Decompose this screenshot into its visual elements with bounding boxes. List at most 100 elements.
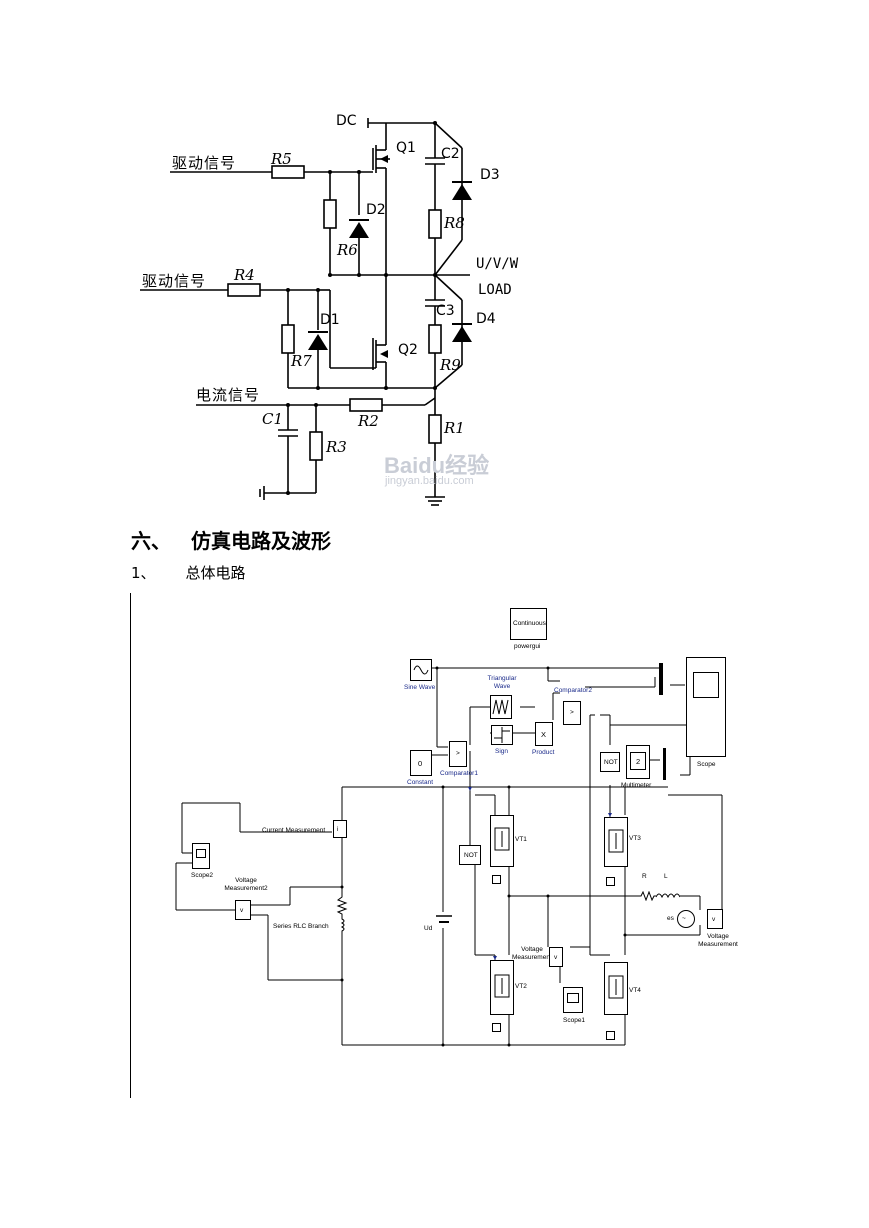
section-heading: 六、仿真电路及波形 <box>131 525 331 554</box>
section-heading-text: 仿真电路及波形 <box>191 529 331 553</box>
product-label: Product <box>532 749 555 756</box>
watermark-url: jingyan.baidu.com <box>385 475 474 487</box>
vt2-ground <box>492 1023 501 1032</box>
es-ac-source[interactable]: ~ <box>677 910 695 928</box>
vt1-ground <box>492 875 501 884</box>
q2-label: Q2 <box>398 342 418 358</box>
output-label: U/V/W <box>476 256 519 272</box>
comparator2-symbol: > <box>570 709 574 716</box>
q1-label: Q1 <box>396 140 416 156</box>
current-signal-label: 电流信号 <box>196 386 261 404</box>
igbt-icon-vt2 <box>494 974 510 998</box>
sine-wave-label: Sine Wave <box>404 684 436 691</box>
scope2-block[interactable] <box>192 843 210 869</box>
subsection-text: 总体电路 <box>185 564 246 582</box>
dc-label: DC <box>336 113 357 129</box>
vt4-block[interactable] <box>604 962 628 1015</box>
vt1-block[interactable] <box>490 815 514 867</box>
comparator1-block[interactable]: > <box>449 741 467 767</box>
triangular-wave-label: Triangular Wave <box>487 675 517 690</box>
product-block[interactable]: X <box>535 722 553 746</box>
multimeter-value: 2 <box>636 757 641 766</box>
scope2-label: Scope2 <box>191 872 214 879</box>
powergui-label: powergui <box>514 643 541 650</box>
watermark-logo: Baidu经验 <box>384 453 490 478</box>
rlc-branch-symbol <box>336 893 348 939</box>
d2-label: D2 <box>366 202 386 218</box>
voltage-measurement2-block[interactable]: v <box>235 900 251 920</box>
d1-label: D1 <box>320 312 340 328</box>
vt2-label: VT2 <box>515 983 527 990</box>
voltage-measurement1-block[interactable]: v <box>549 947 563 967</box>
constant-block[interactable]: 0 <box>410 750 432 776</box>
not-gate-1[interactable]: NOT <box>459 845 481 865</box>
comparator2-block[interactable]: > <box>563 701 581 725</box>
scope1-label: Scope1 <box>563 1017 586 1024</box>
constant-label: Constant <box>407 779 434 786</box>
igbt-icon-vt4 <box>608 975 624 999</box>
ud-label: Ud <box>424 925 433 932</box>
r-label: R <box>642 873 647 880</box>
schematic-wires <box>140 118 472 506</box>
sign-icon <box>494 727 510 743</box>
dc-source-symbol <box>436 915 452 923</box>
section-heading-number: 六、 <box>131 529 171 553</box>
r9-label: R9 <box>440 356 461 374</box>
vt4-ground <box>606 1031 615 1040</box>
subsection-heading: 1、 总体电路 <box>131 562 246 583</box>
c1-label: C1 <box>262 410 284 428</box>
product-symbol: X <box>541 730 547 739</box>
vt1-label: VT1 <box>515 836 527 843</box>
vt2-block[interactable] <box>490 960 514 1015</box>
not-gate-2-label: NOT <box>604 759 618 766</box>
voltage-measurement1-label: Voltage Measurement1 <box>512 946 556 961</box>
powergui-block[interactable]: Continuous <box>510 608 547 640</box>
not-gate-2[interactable]: NOT <box>600 752 620 772</box>
drive-signal-top-label: 驱动信号 <box>172 154 237 172</box>
load-label: LOAD <box>478 282 512 298</box>
current-measurement-block[interactable]: i <box>333 820 347 838</box>
scope-screen <box>693 672 719 698</box>
resistor-symbol <box>638 891 656 901</box>
subsection-number: 1、 <box>131 564 156 582</box>
l-label: L <box>664 873 668 880</box>
triangular-wave-block[interactable] <box>490 695 512 719</box>
sine-wave-icon <box>413 665 429 675</box>
multimeter-display: 2 <box>630 752 646 770</box>
constant-value: 0 <box>418 759 423 768</box>
scope-label: Scope <box>697 761 716 768</box>
d4-label: D4 <box>476 311 496 327</box>
sine-wave-block[interactable] <box>410 659 432 681</box>
scope-block[interactable] <box>686 657 726 757</box>
r7-label: R7 <box>291 352 312 370</box>
multimeter-label: Multimeter <box>621 782 652 789</box>
comparator1-label: Comparator1 <box>440 770 478 777</box>
vt4-label: VT4 <box>629 987 641 994</box>
voltage-measurement2-label: Voltage Measurement2 <box>224 877 268 892</box>
sign-label: Sign <box>495 748 509 755</box>
sign-block[interactable] <box>491 725 513 745</box>
current-measurement-label: Current Measurement <box>262 827 326 834</box>
igbt-icon-vt3 <box>608 829 624 853</box>
vt3-ground <box>606 877 615 886</box>
ac-symbol: ~ <box>682 915 686 922</box>
c2-label: C2 <box>441 146 460 162</box>
simulink-wires <box>175 663 723 1047</box>
comparator1-symbol: > <box>456 750 460 757</box>
r8-label: R8 <box>444 214 465 232</box>
scope2-screen <box>196 849 206 858</box>
voltage-measurement-block[interactable]: v <box>707 909 723 929</box>
multimeter-block[interactable]: 2 <box>626 745 650 779</box>
vt3-label: VT3 <box>629 835 641 842</box>
left-border-line <box>130 593 131 1098</box>
es-label: es <box>667 915 674 922</box>
vt3-block[interactable] <box>604 817 628 867</box>
r4-label: R4 <box>234 266 255 284</box>
igbt-icon-vt1 <box>494 827 510 851</box>
powergui-mode: Continuous <box>513 620 546 627</box>
c3-label: C3 <box>436 303 455 319</box>
not-gate-1-label: NOT <box>464 852 478 859</box>
scope1-block[interactable] <box>563 987 583 1013</box>
current-measurement-port: i <box>337 826 339 833</box>
voltage-measurement2-port: v <box>240 907 244 914</box>
